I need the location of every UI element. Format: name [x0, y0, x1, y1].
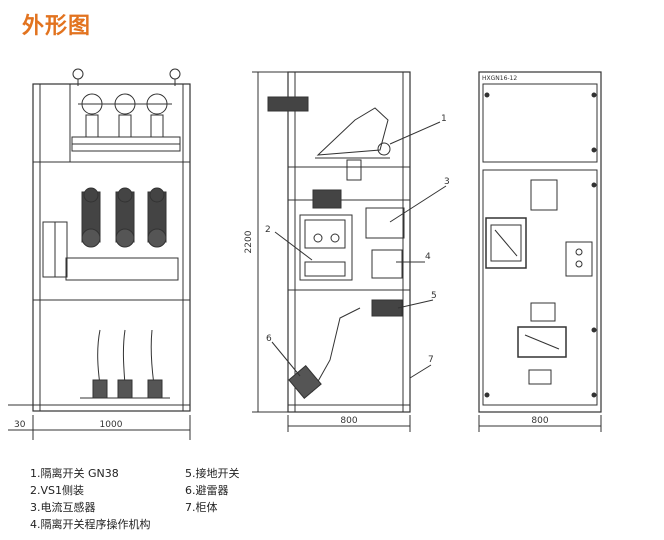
front-view: [8, 68, 191, 440]
legend-item-3: 3.电流互感器: [30, 501, 96, 514]
callout-7: 7: [428, 355, 434, 365]
callout-2: 2: [265, 225, 271, 235]
legend-right: 5.接地开关 6.避雷器 7.柜体: [185, 465, 240, 516]
side-earthing-switch: [371, 299, 403, 317]
side-arrester: [288, 365, 322, 399]
side-view: [252, 71, 447, 432]
disconnector-gn38-front: [71, 93, 181, 152]
legend-item-1: 1.隔离开关 GN38: [30, 467, 119, 480]
legend-item-4: 4.隔离开关程序操作机构: [30, 518, 151, 531]
callout-3: 3: [444, 177, 450, 187]
side-width-dim: 800: [340, 416, 357, 426]
vs1-breaker-front: [42, 187, 179, 281]
page-title: 外形图: [22, 14, 92, 39]
legend-left: 1.隔离开关 GN38 2.VS1侧装 3.电流互感器 4.隔离开关程序操作机构: [30, 465, 151, 533]
side-mechanism: [371, 249, 403, 279]
cable-terminations-front: [80, 329, 170, 399]
front-base-dim: 30: [14, 420, 26, 430]
legend-item-5: 5.接地开关: [185, 467, 240, 480]
side-vs1: [299, 189, 353, 281]
legend-item-7: 7.柜体: [185, 501, 218, 514]
callout-1: 1: [441, 114, 447, 124]
callout-6: 6: [266, 334, 272, 344]
front-width-dim: 1000: [100, 420, 123, 430]
side-disconnector: [315, 107, 391, 181]
legend-item-2: 2.VS1侧装: [30, 484, 85, 497]
callout-4: 4: [425, 252, 431, 262]
back-width-dim: 800: [531, 416, 548, 426]
back-view: [478, 71, 602, 432]
legend-item-6: 6.避雷器: [185, 484, 229, 497]
back-model-label: HXGN16-12: [482, 75, 517, 82]
callout-5: 5: [431, 291, 437, 301]
side-height-dim: 2200: [244, 230, 254, 253]
side-ct: [365, 207, 405, 239]
